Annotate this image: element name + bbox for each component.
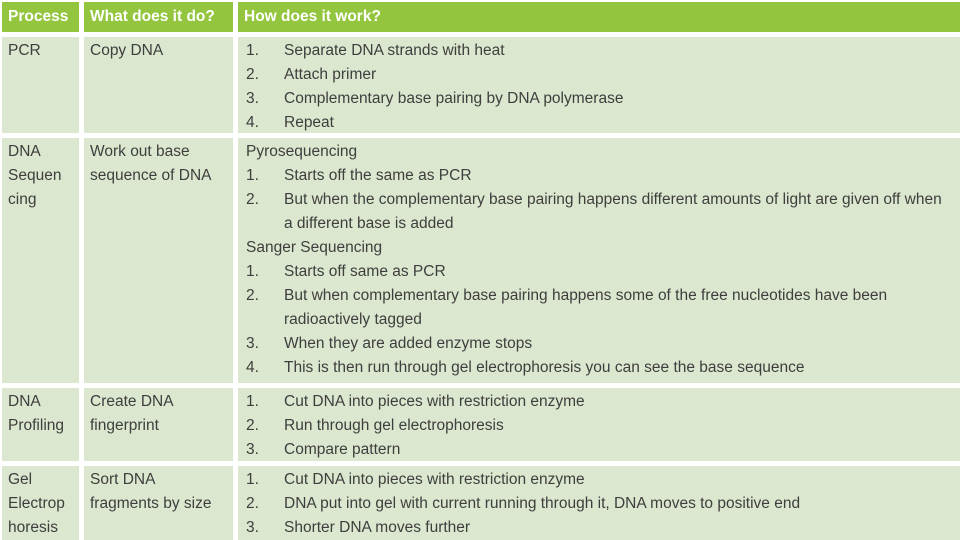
list-text: Starts off same as PCR <box>284 263 446 280</box>
list-text: Compare pattern <box>284 441 401 458</box>
list-item: 2. Run through gel electrophoresis <box>246 414 954 438</box>
list-number: 2. <box>246 191 259 208</box>
list-item: 3. When they are added enzyme stops <box>246 332 954 356</box>
list-number: 1. <box>246 167 259 184</box>
process-cell-gel-electrophoresis: Gel Electrop horesis <box>2 466 79 540</box>
list-number: 1. <box>246 263 259 280</box>
process-cell-dna-profiling: DNA Profiling <box>2 388 79 461</box>
list-text: Run through gel electrophoresis <box>284 417 504 434</box>
list-item: 1. Cut DNA into pieces with restriction … <box>246 468 954 492</box>
how-cell-dna-profiling: 1. Cut DNA into pieces with restriction … <box>238 388 960 461</box>
how-cell-gel-electrophoresis: 1. Cut DNA into pieces with restriction … <box>238 466 960 540</box>
method-heading-sanger-sequencing: Sanger Sequencing <box>246 239 383 256</box>
what-cell-dna-sequencing: Work out base sequence of DNA <box>84 138 233 383</box>
list-number: 4. <box>246 359 259 376</box>
list-item: 1. Starts off same as PCR <box>246 260 954 284</box>
what-cell-gel-electrophoresis: Sort DNA fragments by size <box>84 466 233 540</box>
list-text: Attach primer <box>284 66 377 83</box>
method-heading-pyrosequencing: Pyrosequencing <box>246 143 358 160</box>
list-item: 3. Compare pattern <box>246 438 954 461</box>
list-item: 2. But when complementary base pairing h… <box>246 284 954 332</box>
list-item: 1. Separate DNA strands with heat <box>246 39 954 63</box>
list-number: 2. <box>246 417 259 434</box>
list-item: 2. Attach primer <box>246 63 954 87</box>
list-text: Shorter DNA moves further <box>284 519 471 536</box>
list-item: 1. Starts off the same as PCR <box>246 164 954 188</box>
list-item: 4. This is then run through gel electrop… <box>246 356 954 380</box>
list-number: 3. <box>246 441 259 458</box>
list-text: Cut DNA into pieces with restriction enz… <box>284 393 585 410</box>
header-what-does-it-do: What does it do? <box>84 2 233 32</box>
header-how-does-it-work: How does it work? <box>238 2 960 32</box>
what-cell-dna-profiling: Create DNA fingerprint <box>84 388 233 461</box>
list-text: Starts off the same as PCR <box>284 167 472 184</box>
list-item: 2. DNA put into gel with current running… <box>246 492 954 516</box>
list-number: 1. <box>246 393 259 410</box>
list-text: Complementary base pairing by DNA polyme… <box>284 90 624 107</box>
list-item: 4. Repeat <box>246 111 954 133</box>
list-number: 2. <box>246 66 259 83</box>
list-text: Repeat <box>284 114 334 131</box>
list-text: When they are added enzyme stops <box>284 335 533 352</box>
what-cell-pcr: Copy DNA <box>84 37 233 133</box>
list-number: 1. <box>246 42 259 59</box>
list-number: 2. <box>246 287 259 304</box>
list-text: Separate DNA strands with heat <box>284 42 505 59</box>
list-text: But when the complementary base pairing … <box>284 191 942 232</box>
list-number: 3. <box>246 90 259 107</box>
list-number: 2. <box>246 495 259 512</box>
list-item: 1. Cut DNA into pieces with restriction … <box>246 390 954 414</box>
list-number: 1. <box>246 471 259 488</box>
process-cell-dna-sequencing: DNA Sequen cing <box>2 138 79 383</box>
list-number: 3. <box>246 335 259 352</box>
process-cell-pcr: PCR <box>2 37 79 133</box>
list-item: 3. Complementary base pairing by DNA pol… <box>246 87 954 111</box>
header-process: Process <box>2 2 79 32</box>
list-number: 3. <box>246 519 259 536</box>
list-item: 3. Shorter DNA moves further <box>246 516 954 540</box>
how-cell-pcr: 1. Separate DNA strands with heat 2. Att… <box>238 37 960 133</box>
list-text: This is then run through gel electrophor… <box>284 359 805 376</box>
list-number: 4. <box>246 114 259 131</box>
how-cell-dna-sequencing: Pyrosequencing 1. Starts off the same as… <box>238 138 960 383</box>
list-text: But when complementary base pairing happ… <box>284 287 888 328</box>
list-item: 2. But when the complementary base pairi… <box>246 188 954 236</box>
list-text: Cut DNA into pieces with restriction enz… <box>284 471 585 488</box>
list-text: DNA put into gel with current running th… <box>284 495 801 512</box>
